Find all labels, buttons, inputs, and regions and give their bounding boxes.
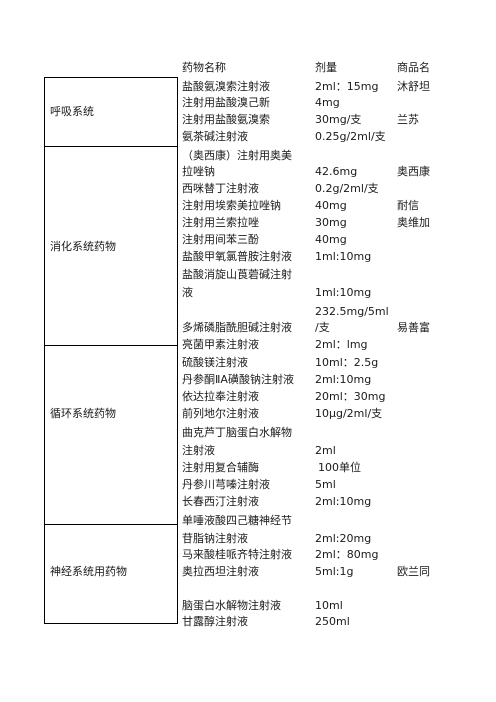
drug-dose: 10ml：2.5g xyxy=(315,356,379,369)
drug-name: 盐酸氨溴索注射液 xyxy=(182,80,270,93)
drug-name: 硫酸镁注射液 xyxy=(182,356,248,369)
category-box-circulatory xyxy=(44,345,178,525)
drug-name: 单唾液酸四己糖神经节 xyxy=(182,514,292,527)
drug-dose: 30mg/支 xyxy=(315,113,362,126)
drug-name: 前列地尔注射液 xyxy=(182,407,259,420)
drug-dose: 2ml：15mg xyxy=(315,80,379,93)
drug-name: 丹参酮ⅡA磺酸钠注射液 xyxy=(182,373,294,386)
drug-dose: 40mg xyxy=(315,233,347,246)
category-label: 神经系统用药物 xyxy=(50,565,127,578)
drug-dose: 1ml:10mg xyxy=(315,250,372,263)
drug-brand: 耐信 xyxy=(397,199,419,212)
drug-name: 盐酸甲氧氯普胺注射液 xyxy=(182,250,292,263)
drug-name: 注射用间苯三酚 xyxy=(182,233,259,246)
drug-name: 注射液 xyxy=(182,444,215,457)
drug-name: 丹参川芎嗪注射液 xyxy=(182,478,270,491)
drug-dose: /支 xyxy=(315,321,330,334)
drug-dose: 2ml:20mg xyxy=(315,532,372,545)
drug-brand: 兰苏 xyxy=(397,113,419,126)
drug-name: 脑蛋白水解物注射液 xyxy=(182,599,281,612)
header-drug-name: 药物名称 xyxy=(182,61,226,74)
drug-name: 长春西汀注射液 xyxy=(182,495,259,508)
drug-dose: 10ml xyxy=(315,599,343,612)
drug-dose: 250ml xyxy=(315,615,350,628)
drug-name: 奥拉西坦注射液 xyxy=(182,565,259,578)
drug-dose: 2ml xyxy=(315,444,336,457)
drug-dose: 5ml xyxy=(315,478,336,491)
category-label: 循环系统药物 xyxy=(50,407,116,420)
drug-dose: 2ml:10mg xyxy=(315,373,372,386)
drug-dose: 40mg xyxy=(315,199,347,212)
drug-name: 西咪替丁注射液 xyxy=(182,182,259,195)
drug-name: 苷脂钠注射液 xyxy=(182,532,248,545)
drug-brand: 欧兰同 xyxy=(397,565,430,578)
drug-name: 注射用兰索拉唑 xyxy=(182,216,259,229)
drug-dose: 2ml:10mg xyxy=(315,495,372,508)
drug-dose: 1ml:10mg xyxy=(315,286,372,299)
header-dosage: 剂量 xyxy=(315,61,337,74)
drug-brand: 奥西康 xyxy=(397,165,430,178)
drug-brand: 奥维加 xyxy=(397,216,430,229)
drug-dose: 0.2g/2ml/支 xyxy=(315,182,379,195)
drug-dose: 2ml：80mg xyxy=(315,548,379,561)
drug-name: 盐酸消旋山莨菪碱注射 xyxy=(182,268,292,281)
drug-name: 亮菌甲素注射液 xyxy=(182,338,259,351)
category-box-neuro xyxy=(44,524,178,624)
drug-dose: 0.25g/2ml/支 xyxy=(315,130,386,143)
drug-dose: 30mg xyxy=(315,216,347,229)
drug-dose: 100单位 xyxy=(318,461,361,474)
header-brand-name: 商品名 xyxy=(397,61,430,74)
drug-name: 曲克芦丁脑蛋白水解物 xyxy=(182,426,292,439)
drug-dose: 2ml：lmg xyxy=(315,338,368,351)
drug-name: 注射用盐酸溴己新 xyxy=(182,96,270,109)
drug-dose: 5ml:1g xyxy=(315,565,354,578)
category-label: 消化系统药物 xyxy=(50,240,116,253)
drug-name: 注射用盐酸氨溴索 xyxy=(182,113,270,126)
drug-name: 注射用复合辅酶 xyxy=(182,461,259,474)
category-label: 呼吸系统 xyxy=(50,105,94,118)
drug-dose: 232.5mg/5ml xyxy=(315,305,389,318)
drug-name: （奥西康）注射用奥美 xyxy=(182,149,292,162)
drug-name: 甘露醇注射液 xyxy=(182,615,248,628)
drug-name: 拉唑钠 xyxy=(182,165,215,178)
drug-name: 氨茶碱注射液 xyxy=(182,130,248,143)
drug-name: 马来酸桂哌齐特注射液 xyxy=(182,548,292,561)
drug-name: 多烯磷脂酰胆碱注射液 xyxy=(182,321,292,334)
drug-brand: 沐舒坦 xyxy=(397,80,430,93)
drug-dose: 20ml：30mg xyxy=(315,390,386,403)
drug-brand: 易善富 xyxy=(397,321,430,334)
drug-dose: 42.6mg xyxy=(315,165,358,178)
drug-name: 液 xyxy=(182,286,193,299)
drug-name: 依达拉奉注射液 xyxy=(182,390,259,403)
drug-dose: 4mg xyxy=(315,96,340,109)
drug-dose: 10μg/2ml/支 xyxy=(315,407,383,420)
drug-name: 注射用埃索美拉唑钠 xyxy=(182,199,281,212)
